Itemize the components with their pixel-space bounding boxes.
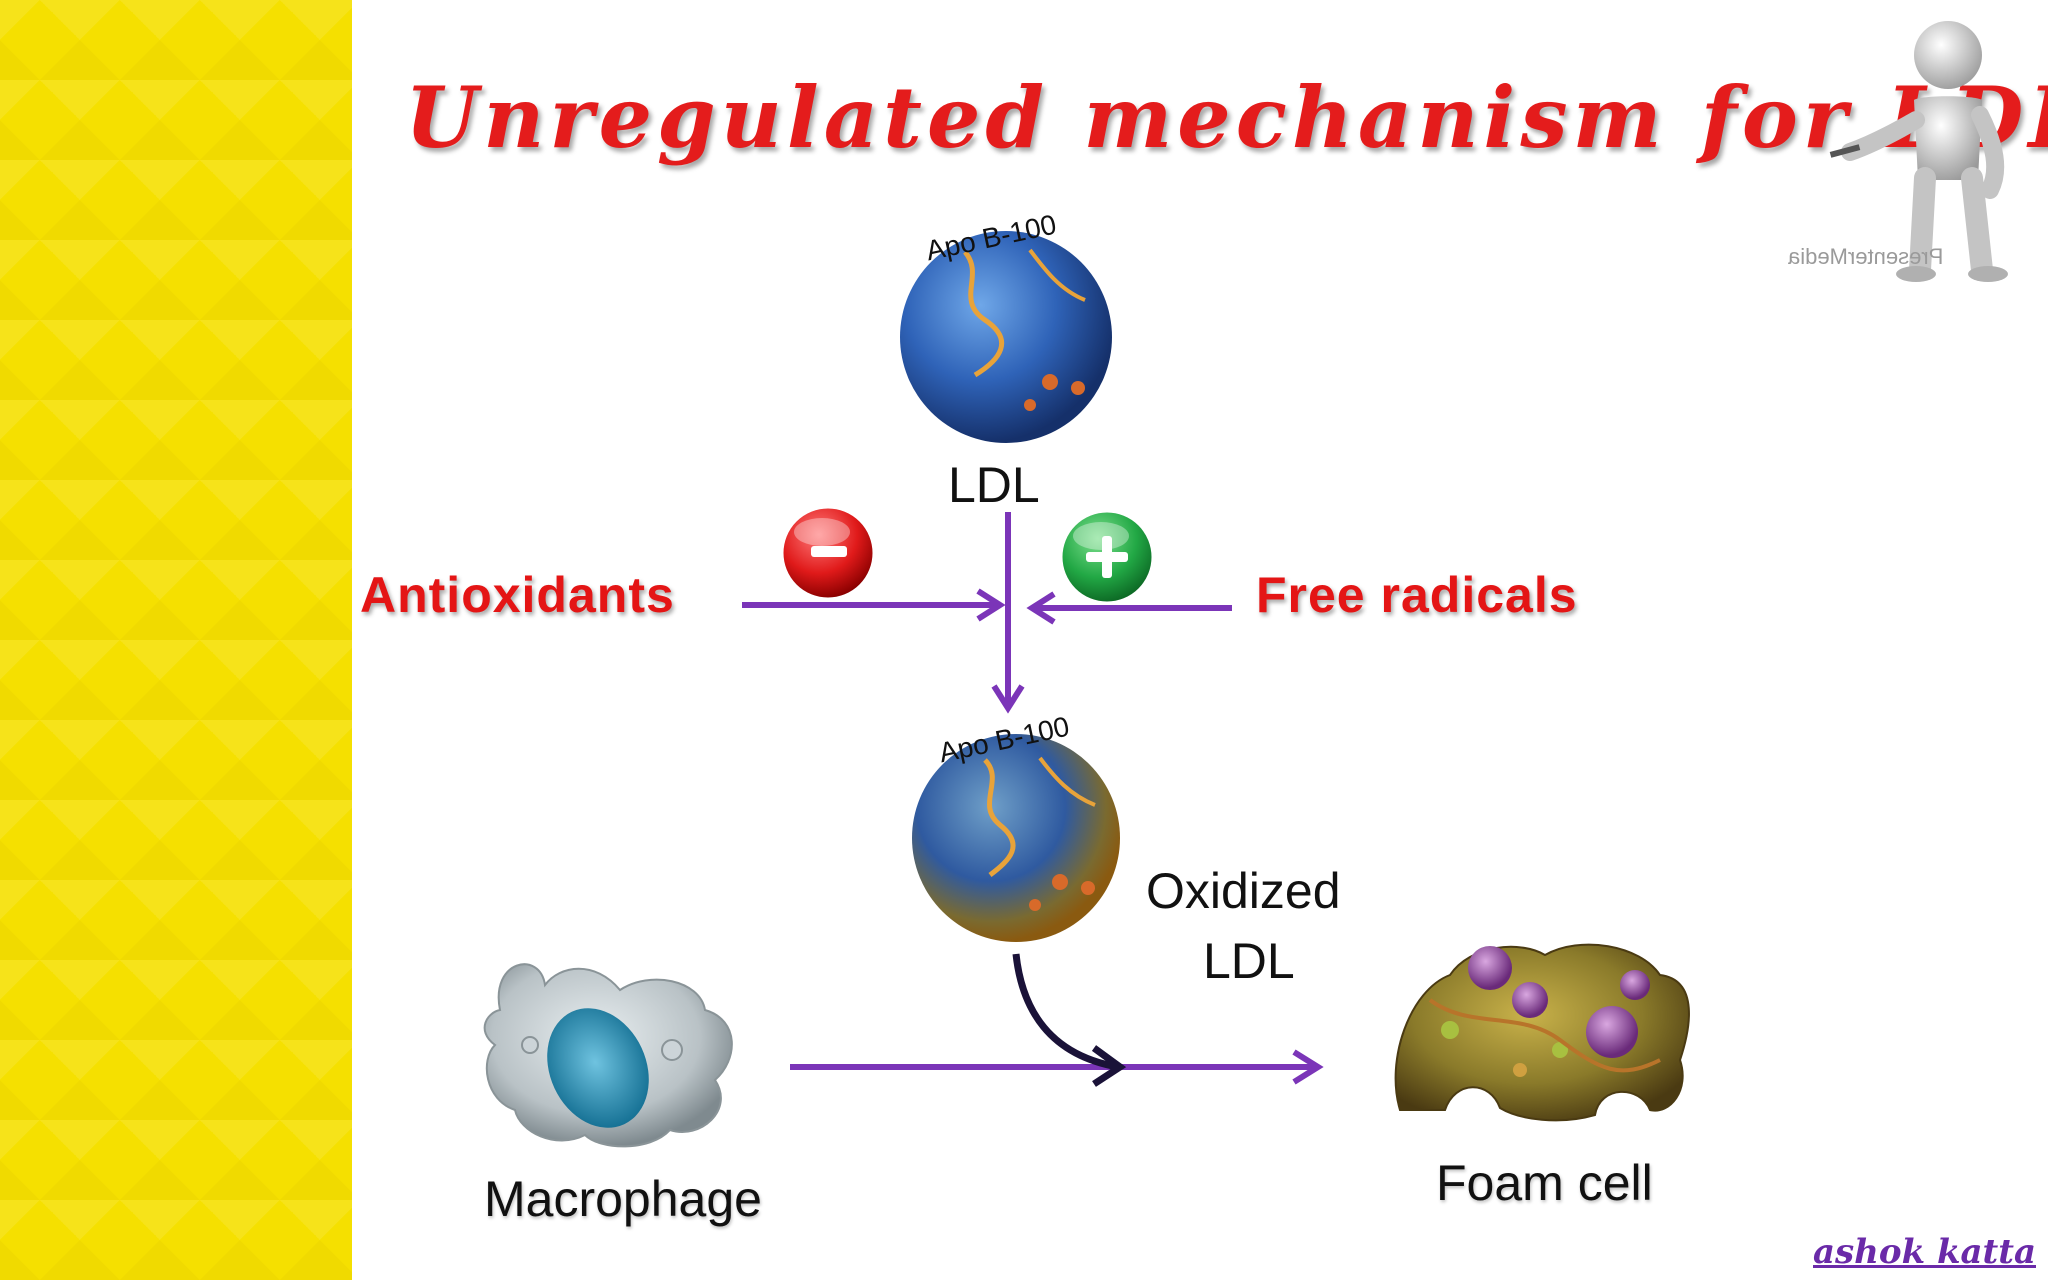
- ldl-particle: [900, 231, 1112, 443]
- oxidized-ldl-particle: [912, 734, 1120, 942]
- foam-cell-label: Foam cell: [1436, 1155, 1653, 1211]
- antioxidants-arrow: [742, 588, 1006, 622]
- presenter-figure-icon: [1829, 21, 2008, 282]
- yellow-sidebar: [0, 0, 352, 1280]
- macrophage-cell: [483, 963, 733, 1148]
- ldl-to-oxidized-arrow: [991, 512, 1025, 714]
- author-signature: ashok katta: [1813, 1232, 2036, 1272]
- free-radicals-arrow: [1026, 591, 1232, 625]
- oxidized-ldl-uptake-arrow: [1012, 953, 1127, 1087]
- oxidized-ldl-label-line2: LDL: [1203, 933, 1295, 989]
- ldl-label: LDL: [948, 457, 1040, 513]
- foam-cell: [1394, 943, 1690, 1122]
- presentermedia-watermark: PresenterMedia: [1788, 244, 1944, 269]
- oxidized-ldl-label-line1: Oxidized: [1146, 863, 1341, 919]
- plus-icon: [1059, 509, 1155, 605]
- free-radicals-label: Free radicals: [1256, 567, 1578, 623]
- macrophage-to-foam-cell-arrow: [790, 1049, 1324, 1085]
- slide-title: Unregulated mechanism for LDL: [405, 68, 2048, 167]
- macrophage-label: Macrophage: [484, 1171, 762, 1227]
- minus-icon: [780, 505, 876, 601]
- antioxidants-label: Antioxidants: [360, 567, 675, 623]
